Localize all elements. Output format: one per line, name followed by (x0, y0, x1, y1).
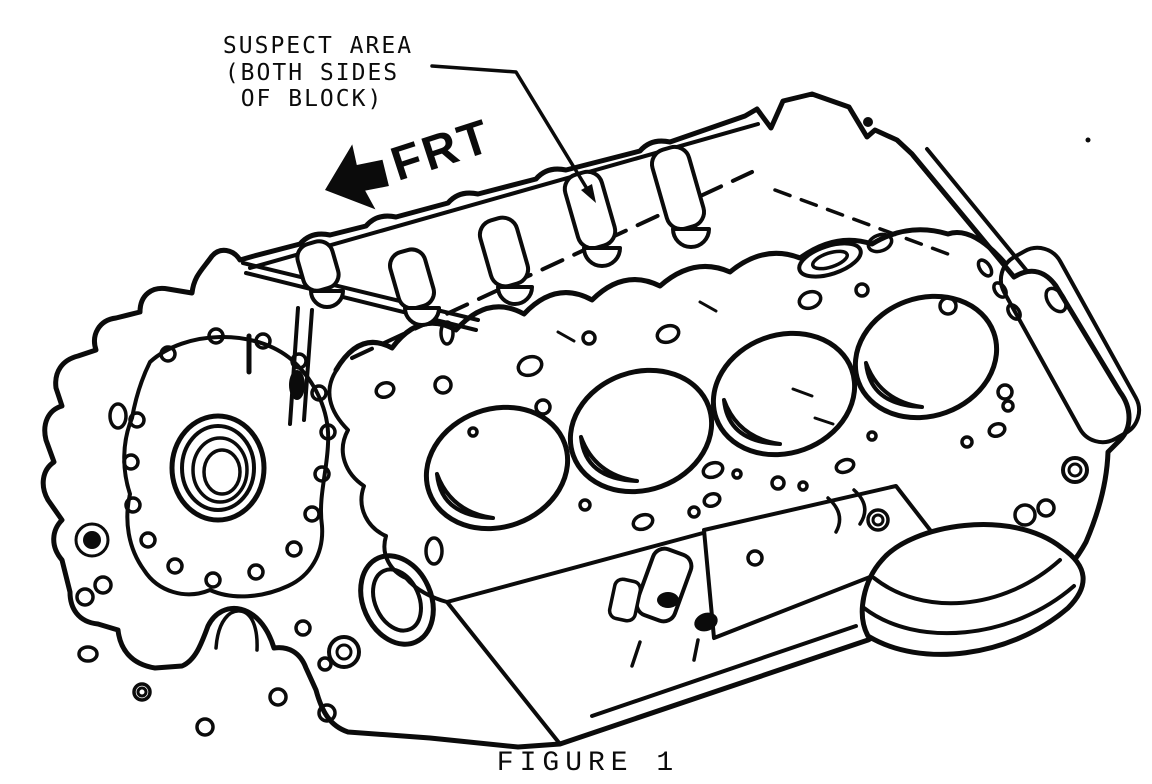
frt-arrow-icon (325, 144, 389, 210)
texture-strokes (556, 300, 835, 426)
front-cover-face (74, 306, 337, 737)
suspect-area-callout: SUSPECT AREA (BOTH SIDES OF BLOCK) (223, 33, 596, 203)
speck (1085, 137, 1091, 143)
callout-line-2: (BOTH SIDES (225, 60, 399, 86)
leader-arrowhead-icon (581, 184, 596, 203)
rear-flange (998, 245, 1142, 527)
crankcase-notch-inner (214, 609, 259, 652)
bellhousing-flange-holes (74, 402, 337, 737)
front-cover-bolt-holes (122, 327, 337, 589)
crank-bore-rings (169, 413, 267, 523)
bottom-lugs (607, 488, 890, 668)
rear-deck-edge (911, 147, 1029, 278)
skirt-edges (445, 531, 705, 746)
cylinder-bore-1 (423, 404, 571, 532)
front-lower-boss (294, 536, 444, 672)
engine-block-illustration (40, 91, 1142, 750)
callout-leader-line (430, 64, 591, 194)
oil-filter-dome (859, 522, 1086, 657)
cylinder-bores (423, 293, 1000, 532)
callout-line-3: OF BLOCK) (241, 86, 384, 112)
cylinder-bore-3 (710, 330, 858, 458)
cylinder-bore-2 (567, 367, 715, 495)
callout-line-1: SUSPECT AREA (223, 33, 413, 59)
tab-bolt-dot (863, 117, 873, 127)
deck-left-boundary (327, 366, 449, 604)
frt-label: FRT (385, 110, 499, 192)
rear-dashed-line (773, 188, 950, 256)
figure-caption: FIGURE 1 (497, 748, 679, 779)
deck-bolt-holes (374, 232, 1022, 532)
cylinder-bore-4 (852, 293, 1000, 421)
pan-rail-inner-line (590, 624, 858, 718)
